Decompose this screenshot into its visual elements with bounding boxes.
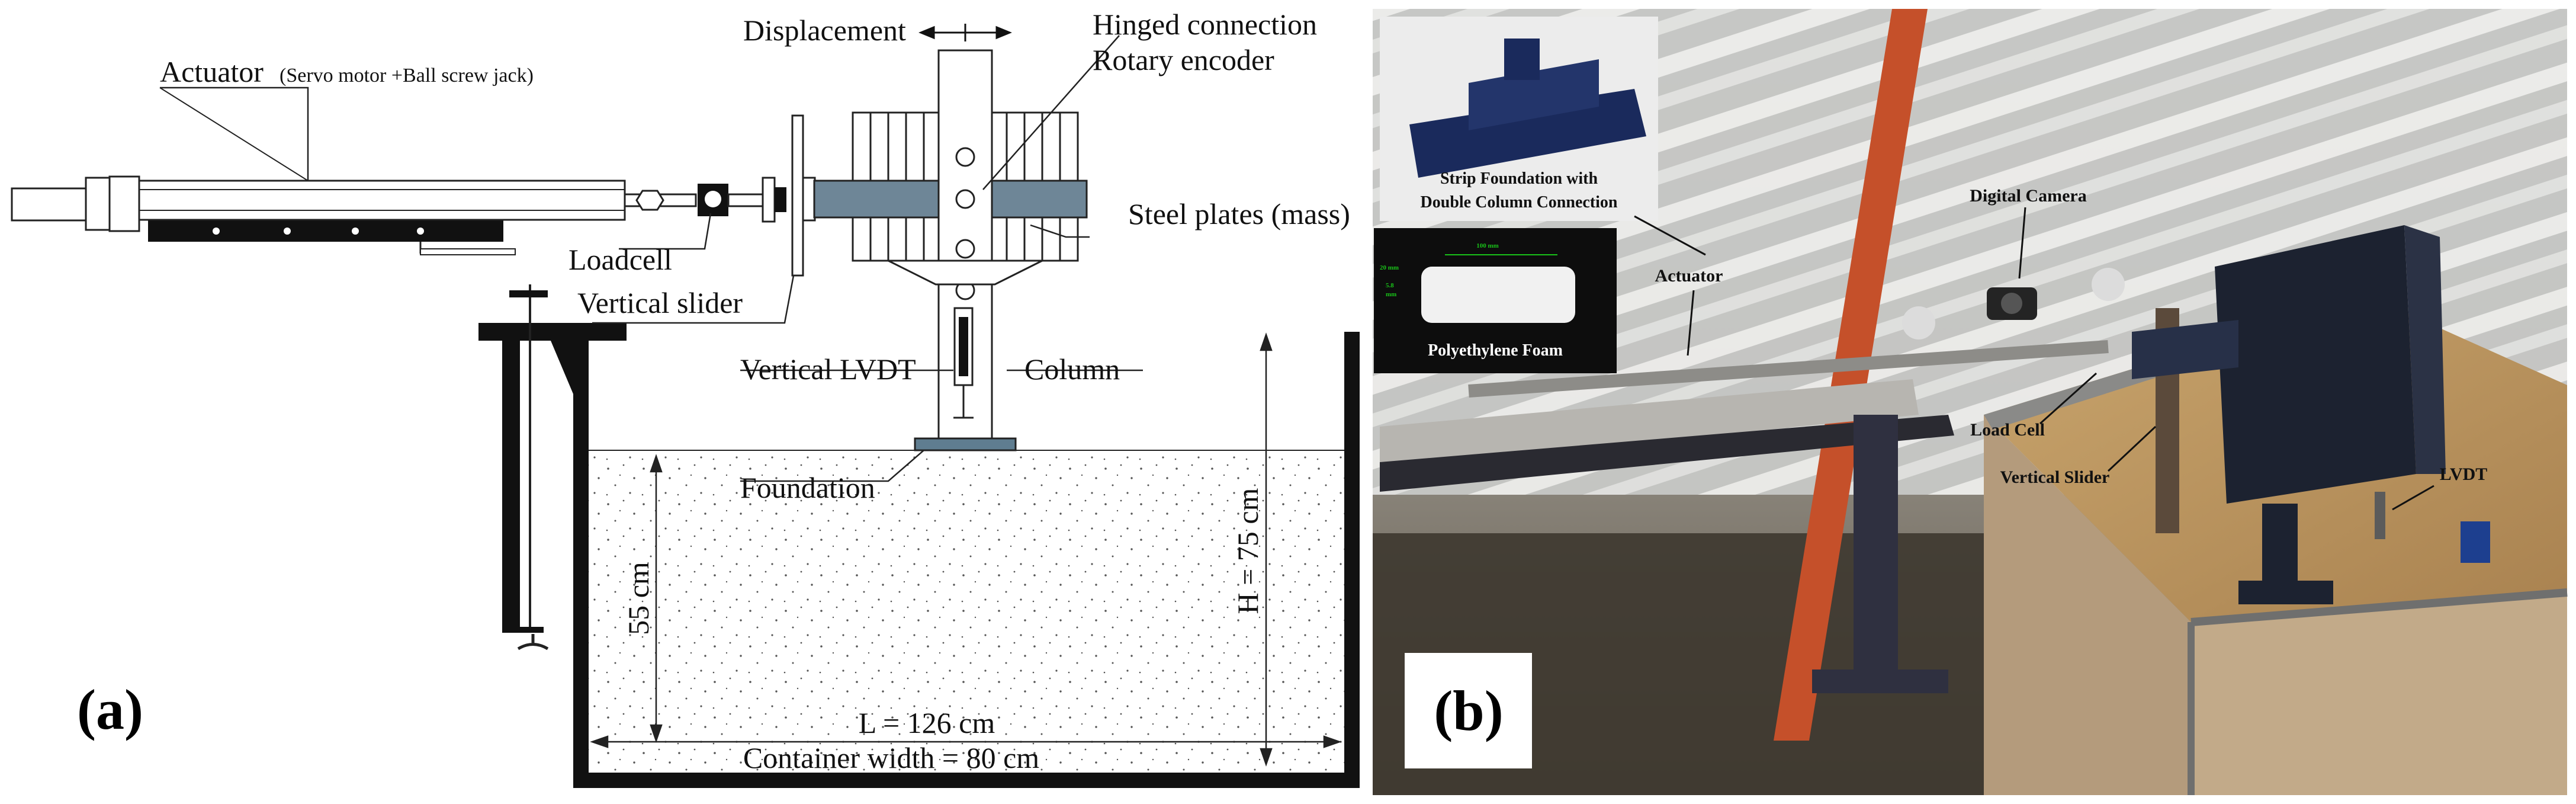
lvdt-label: LVDT <box>2440 465 2488 484</box>
soil-body <box>589 450 1344 773</box>
actuator-detail-label: (Servo motor +Ball screw jack) <box>280 65 534 87</box>
panel-a-tag: (a) <box>77 678 143 741</box>
steel-plates-label: Steel plates (mass) <box>1128 197 1350 230</box>
vertical-slider-label: Vertical slider <box>577 286 743 319</box>
actuator-label: Actuator <box>160 55 264 88</box>
depth-55-label: 55 cm <box>622 562 655 635</box>
rotary-encoder-label: Rotary encoder <box>1093 43 1274 76</box>
dimensions <box>590 332 1342 767</box>
photo-leader-lines <box>1634 207 2434 511</box>
orange-pipe <box>1774 9 1928 741</box>
length-label: L = 126 cm <box>859 706 995 739</box>
foam-width-dim-unit: mm <box>1386 291 1396 298</box>
container-width-label: Container width = 80 cm <box>743 741 1039 774</box>
mass-column-assembly <box>813 49 1088 451</box>
hinged-connection-label: Hinged connection <box>1093 8 1317 41</box>
foundation-label: Foundation <box>740 471 875 504</box>
photo-actuator-label: Actuator <box>1655 266 1723 286</box>
strip-foundation-label-1: Strip Foundation with <box>1440 169 1598 188</box>
load-cell-label: Load Cell <box>1970 420 2045 440</box>
displacement-label: Displacement <box>743 14 906 47</box>
column-label: Column <box>1024 353 1120 386</box>
container-bottom <box>573 773 1360 788</box>
panel-a-schematic: 55 cm H = 75 cm L = 126 cm Container wid… <box>11 8 1360 788</box>
leader-lines <box>160 35 1143 482</box>
foundation <box>914 437 1017 451</box>
photo-mass-assembly <box>2215 225 2416 504</box>
container-left-wall <box>573 332 589 788</box>
strip-foundation-label-2: Double Column Connection <box>1421 193 1618 212</box>
foam-width-dim: 5.8 <box>1386 282 1394 289</box>
photo-actuator-rod <box>1468 340 2109 398</box>
digital-camera-label: Digital Camera <box>1970 186 2086 206</box>
loadcell-label: Loadcell <box>568 243 672 276</box>
panel-b-tag-box <box>1405 653 1532 768</box>
support-frame <box>478 284 627 651</box>
container-right-wall <box>1344 332 1360 788</box>
displacement-arrow <box>918 24 1012 41</box>
height-75-label: H = 75 cm <box>1231 488 1264 614</box>
photo-vertical-slider-label: Vertical Slider <box>2000 467 2110 487</box>
foam-length-dim: 100 mm <box>1476 242 1499 249</box>
panel-b-photo: Strip Foundation with Double Column Conn… <box>1373 9 2568 795</box>
actuator-rail <box>148 220 503 242</box>
inset-strip-foundation: Strip Foundation with Double Column Conn… <box>1380 17 1658 221</box>
panel-b-tag: (b) <box>1434 679 1503 742</box>
vertical-lvdt-label: Vertical LVDT <box>740 353 916 386</box>
actuator-assembly <box>11 114 816 277</box>
polyethylene-foam-label: Polyethylene Foam <box>1428 341 1563 360</box>
foam-height-dim: 20 mm <box>1380 264 1399 271</box>
inset-foam: 100 mm 20 mm 5.8 mm Polyethylene Foam <box>1374 228 1617 373</box>
photo-actuator-rail <box>1380 415 1954 492</box>
